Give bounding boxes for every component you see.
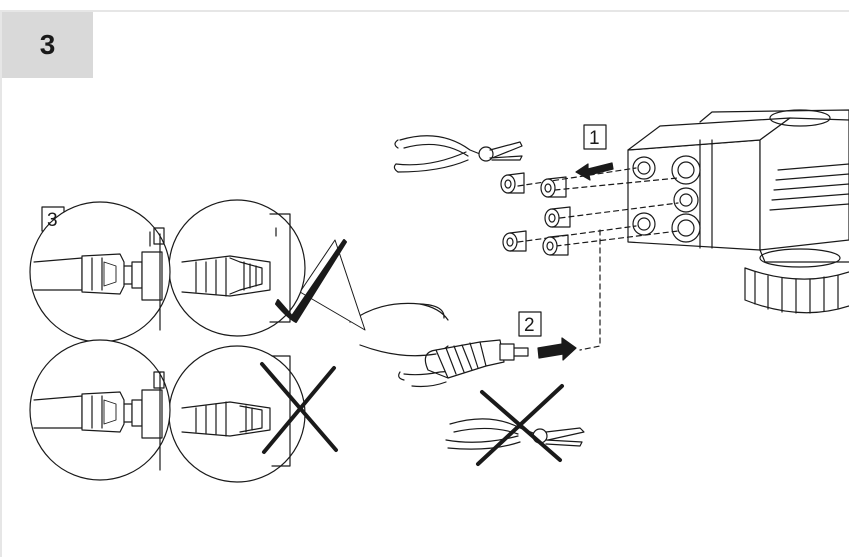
- device-housing: [627, 109, 849, 314]
- detail-circles: [29, 199, 366, 483]
- callout-label-1: 1: [589, 128, 600, 149]
- not-allowed-cross-pliers: [476, 384, 564, 466]
- callout-box-2: [518, 311, 542, 337]
- callout-label-2: 2: [524, 315, 535, 336]
- guide-lines: [517, 167, 679, 351]
- remove-caps-arrow: [575, 162, 614, 181]
- callout-label-3: 3: [47, 210, 58, 231]
- connector-detail-incorrect-left: [33, 371, 165, 471]
- pliers-icon: [393, 135, 523, 173]
- insert-connector-arrow: [537, 337, 577, 361]
- device-sockets: [632, 155, 701, 243]
- connector-detail-locked: [181, 213, 291, 323]
- connector-detail-unlocked: [33, 227, 165, 331]
- step-number: 3: [39, 29, 56, 60]
- check-mark-icon: [275, 239, 347, 323]
- protective-caps: [500, 172, 571, 256]
- step-number-badge: 3: [2, 12, 93, 78]
- connector-detail-incorrect-right: [181, 355, 291, 467]
- illustration-frame: [0, 10, 849, 557]
- callout-box-1: [583, 124, 607, 150]
- not-allowed-cross-connector: [260, 362, 338, 454]
- hand-holding-connector: [349, 302, 529, 388]
